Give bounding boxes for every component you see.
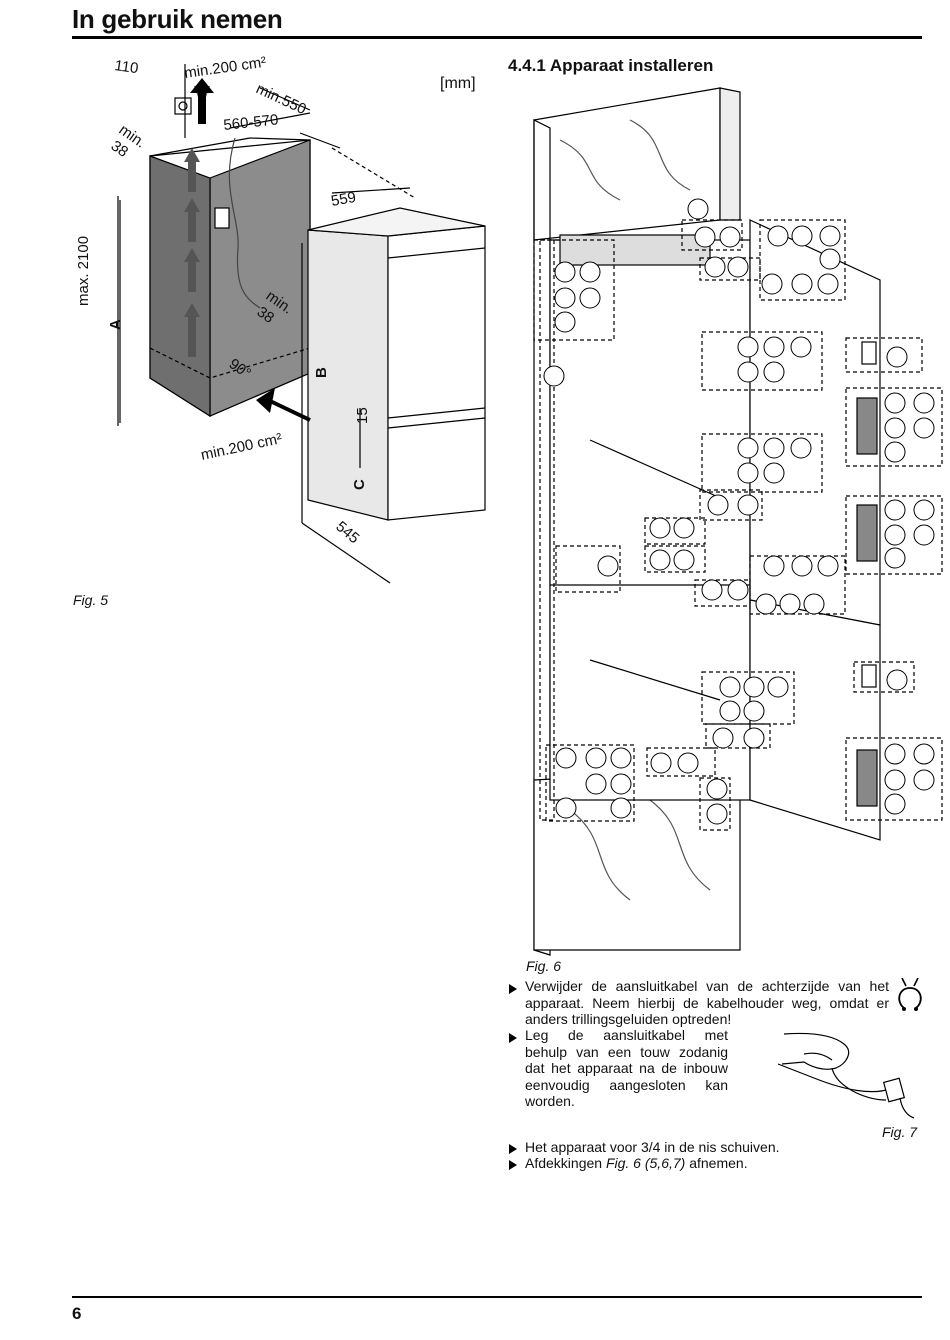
bullet-arrow-icon — [509, 1160, 517, 1170]
dim-110: 110 — [113, 57, 139, 77]
instruction-item-1: Verwijder de aansluitkabel van de achter… — [525, 978, 889, 1028]
dim-A: A — [107, 319, 124, 330]
instruction-4-figure-ref: Fig. 6 (5,6,7) — [605, 1155, 686, 1171]
instruction-item-4: Afdekkingen Fig. 6 (5,6,7) afnemen. — [525, 1155, 748, 1172]
instruction-2-line-5: worden. — [525, 1093, 575, 1109]
fig6-installation-parts — [533, 87, 943, 956]
dim-C: C — [351, 479, 368, 490]
fig6-caption: Fig. 6 — [526, 958, 562, 974]
fig7-caption: Fig. 7 — [882, 1124, 918, 1140]
dim-min200-bottom: min.200 cm² — [199, 430, 283, 464]
instruction-1-line-1: Verwijder de aansluitkabel van de achter… — [525, 978, 889, 994]
bullet-arrow-icon — [509, 984, 517, 994]
instruction-2-line-2: behulp van een touw zodanig — [525, 1043, 728, 1060]
bullet-arrow-icon — [509, 1144, 517, 1154]
instruction-4-prefix: Afdekkingen — [525, 1155, 606, 1171]
instruction-2-line-1: Leg de aansluitkabel met — [525, 1027, 728, 1043]
fig7-cable-with-string — [777, 1032, 915, 1119]
dim-560-570: 560-570 — [223, 111, 280, 134]
instruction-2-line-3: dat het apparaat na de inbouw — [525, 1060, 728, 1076]
instruction-4-suffix: afnemen. — [685, 1155, 748, 1171]
instruction-1-line-2: apparaat. Neem hierbij de kabelhouder we… — [525, 994, 889, 1011]
dim-min38-mid-value: 38 — [254, 303, 277, 326]
dim-min200-top: min.200 cm² — [183, 54, 267, 82]
fig5-caption: Fig. 5 — [73, 592, 109, 608]
section-heading: 4.4.1 Apparaat installeren — [508, 56, 714, 75]
footer-rule — [72, 1296, 922, 1298]
dim-max2100: max. 2100 — [75, 236, 92, 306]
cable-loop-icon — [898, 978, 922, 1011]
header-rule — [72, 36, 922, 39]
dim-min38-top-value: 38 — [108, 137, 131, 160]
unit-label: [mm] — [440, 75, 476, 92]
dim-545: 545 — [332, 518, 362, 547]
dim-559: 559 — [330, 189, 358, 210]
fig5-installation-dimensions: 110 min.200 cm² min.550 560-570 min. 38 … — [75, 54, 486, 584]
bullet-arrow-icon — [509, 1033, 517, 1043]
dim-15: 15 — [354, 407, 371, 424]
instruction-2-line-4: eenvoudig aangesloten kan — [525, 1076, 728, 1093]
instruction-1-line-3: anders trillingsgeluiden optreden! — [525, 1011, 732, 1027]
dim-B: B — [313, 367, 330, 378]
page-number: 6 — [72, 1304, 82, 1323]
instruction-item-2: Leg de aansluitkabel met behulp van een … — [525, 1027, 728, 1110]
instruction-item-3: Het apparaat voor 3/4 in de nis schuiven… — [525, 1139, 780, 1155]
page-title: In gebruik nemen — [72, 4, 283, 34]
